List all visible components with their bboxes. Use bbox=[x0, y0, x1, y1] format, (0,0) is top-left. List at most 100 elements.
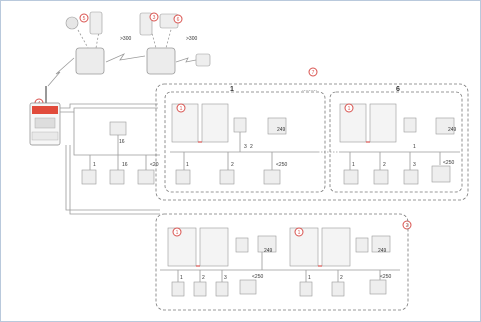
wireless-section bbox=[47, 25, 197, 87]
lower-zone-outline bbox=[155, 213, 409, 311]
zone1-relay bbox=[233, 117, 247, 133]
wireless-sensor-round bbox=[65, 16, 79, 30]
wireless-link-1 bbox=[47, 57, 75, 87]
zone-group-outline bbox=[155, 83, 469, 201]
left-sensors bbox=[81, 121, 155, 185]
left-sensor-2 bbox=[109, 169, 125, 185]
lower-display-b bbox=[369, 279, 387, 295]
left-device-16 bbox=[109, 121, 127, 136]
lower-module-c bbox=[289, 227, 319, 267]
wireless-sensor-tall-2 bbox=[139, 12, 153, 36]
callout-1-b bbox=[344, 103, 354, 113]
label-16-b: 16 bbox=[122, 162, 128, 168]
zone1-sensor-1 bbox=[175, 169, 191, 185]
lower-device-249-b bbox=[371, 235, 391, 253]
zone1-sensor-3 bbox=[263, 169, 281, 185]
lower-sensor-4 bbox=[299, 281, 313, 297]
label-gt300-a: >300 bbox=[120, 36, 131, 42]
callout-7 bbox=[308, 67, 318, 77]
numeric-labels: 16 16 <20 1 249 249 249 249 <250 <250 <2… bbox=[93, 127, 457, 281]
zone6-sensor-2 bbox=[373, 169, 389, 185]
wireless-sensor-tall-1 bbox=[89, 11, 103, 35]
zone6-module-a bbox=[339, 103, 367, 143]
label-1-a: 1 bbox=[93, 162, 96, 168]
top-sensors bbox=[65, 11, 211, 67]
label-lt250-c: <250 bbox=[252, 274, 263, 280]
zone-6-label: 6 bbox=[396, 86, 400, 93]
label-3-a: 3 bbox=[244, 144, 247, 150]
label-249-c: 249 bbox=[264, 248, 273, 254]
callout-7-text: 7 bbox=[312, 70, 315, 76]
label-2-d: 2 bbox=[340, 275, 343, 281]
wireless-sensor-right bbox=[195, 53, 211, 67]
lower-sensor-2 bbox=[193, 281, 207, 297]
lower-display-a bbox=[239, 279, 257, 295]
label-1-c: 1 bbox=[352, 162, 355, 168]
callout-3-a bbox=[149, 12, 159, 22]
callout-1-b-text: 1 bbox=[348, 106, 351, 112]
callout-5-a-text: 5 bbox=[83, 16, 86, 22]
zone1-module-b bbox=[201, 103, 229, 143]
callout-2 bbox=[402, 220, 412, 230]
callout-1-a bbox=[176, 103, 186, 113]
callout-1-c-text: 1 bbox=[176, 230, 179, 236]
label-1-b: 1 bbox=[186, 162, 189, 168]
zone1-device-249 bbox=[267, 117, 287, 135]
lower-module-b bbox=[199, 227, 229, 267]
zone6-device-249 bbox=[435, 117, 455, 135]
label-gt300-b: >300 bbox=[186, 36, 197, 42]
lower-zone-modules bbox=[167, 227, 391, 297]
lower-module-a bbox=[167, 227, 197, 267]
zone6-relay bbox=[403, 117, 417, 133]
lower-relay-a bbox=[235, 237, 249, 253]
zone6-sensor-1 bbox=[343, 169, 359, 185]
controller-keypad bbox=[34, 117, 56, 129]
lower-relay-b bbox=[355, 237, 369, 253]
label-16-a: 16 bbox=[119, 139, 125, 145]
label-2-e: 2 bbox=[250, 144, 253, 150]
label-249-d: 249 bbox=[378, 248, 387, 254]
callout-2-text: 2 bbox=[406, 223, 409, 229]
zone-6-outline bbox=[329, 91, 463, 193]
bus-lower-b bbox=[69, 145, 160, 215]
label-1-e: 1 bbox=[308, 275, 311, 281]
callout-1-d-text: 1 bbox=[298, 230, 301, 236]
wireless-link-2 bbox=[105, 53, 146, 63]
zone-1-label: 1 bbox=[230, 86, 234, 93]
bus-lower-a bbox=[65, 145, 160, 211]
bus-wiring bbox=[60, 103, 460, 282]
bus-mid bbox=[73, 112, 160, 156]
callout-1-a-text: 1 bbox=[180, 106, 183, 112]
lower-module-d bbox=[321, 227, 351, 267]
label-1-f: 1 bbox=[413, 144, 416, 150]
label-lt20: <20 bbox=[150, 162, 159, 168]
label-1-d: 1 bbox=[180, 275, 183, 281]
bus-top-a bbox=[60, 103, 158, 109]
label-2-c: 2 bbox=[202, 275, 205, 281]
label-2-a: 2 bbox=[231, 162, 234, 168]
controller-display bbox=[32, 106, 58, 114]
callout-6-a-text: 6 bbox=[177, 17, 180, 23]
zone6-display bbox=[431, 165, 451, 183]
label-lt250-d: <250 bbox=[380, 274, 391, 280]
left-sensor-1 bbox=[81, 169, 97, 185]
zone6-module-b bbox=[369, 103, 397, 143]
wireless-link-3 bbox=[175, 57, 197, 63]
zone-1-modules bbox=[171, 103, 287, 185]
label-lt250-a: <250 bbox=[276, 162, 287, 168]
main-controller bbox=[29, 86, 61, 146]
zone-6-modules bbox=[339, 103, 455, 185]
label-lt250-b: <250 bbox=[443, 160, 454, 166]
controller-terminals bbox=[31, 131, 59, 141]
left-sensor-3 bbox=[137, 169, 155, 185]
zone-1-outline bbox=[164, 91, 326, 193]
label-249-b: 249 bbox=[448, 127, 457, 133]
label-3-b: 3 bbox=[413, 162, 416, 168]
callout-1-d bbox=[294, 227, 304, 237]
zone1-module-a bbox=[171, 103, 199, 143]
callout-3-a-text: 3 bbox=[153, 15, 156, 21]
lower-sensor-1 bbox=[171, 281, 185, 297]
zones bbox=[155, 83, 469, 311]
wireless-repeater-2 bbox=[146, 47, 176, 75]
